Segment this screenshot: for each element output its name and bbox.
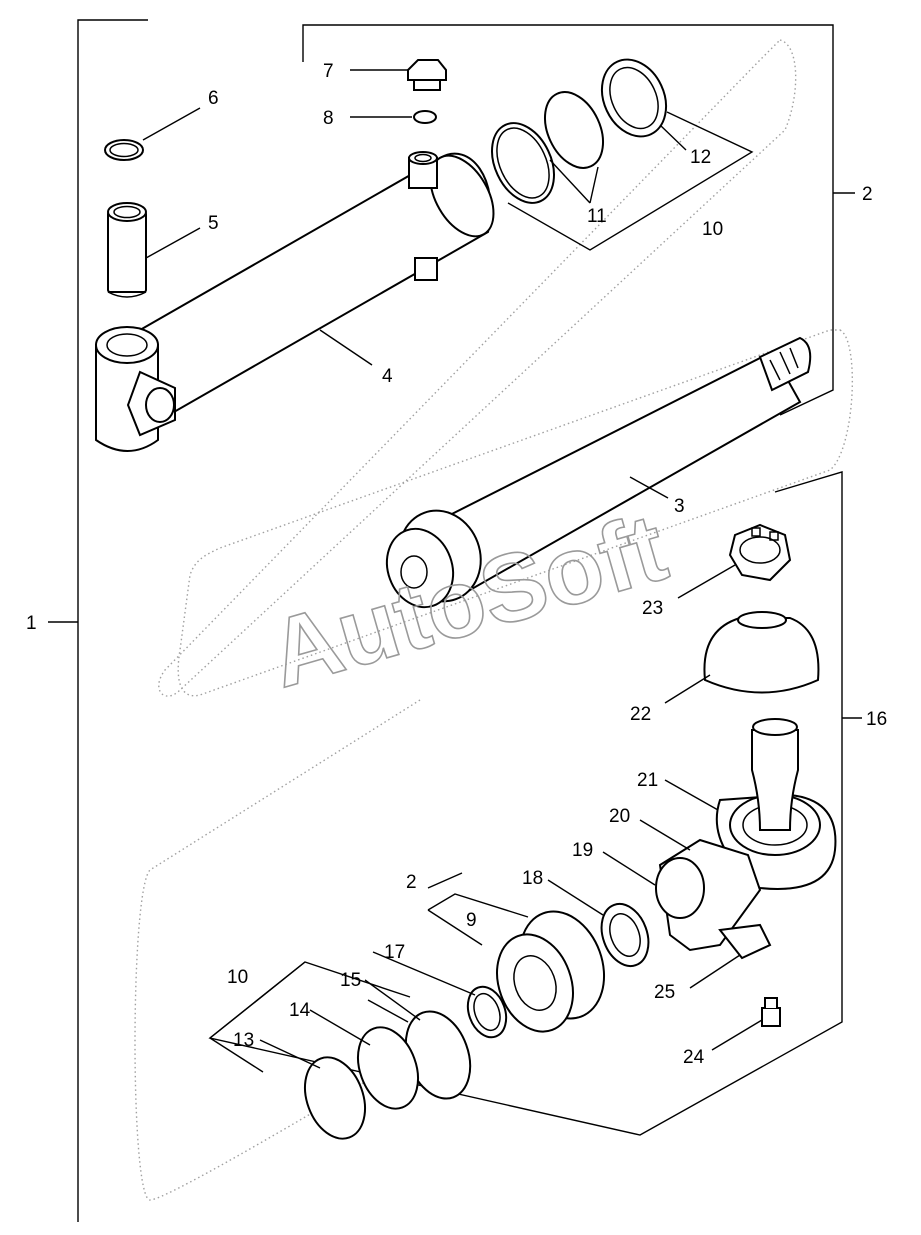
callout-3: 3	[674, 496, 685, 517]
callout-23: 23	[642, 598, 663, 619]
dotted-region-upper	[158, 39, 797, 697]
dust-boot-22	[703, 611, 820, 694]
bracket-10-upper	[507, 111, 754, 251]
callout-25: 25	[654, 982, 675, 1003]
callout-22: 22	[630, 704, 651, 725]
ring-14	[357, 1026, 419, 1110]
callout-5: 5	[208, 213, 219, 234]
leader-lines	[142, 69, 763, 1069]
callout-2-lower: 2	[406, 872, 417, 893]
callout-14: 14	[289, 1000, 311, 1021]
seal-17	[466, 985, 508, 1039]
callout-6: 6	[208, 88, 219, 109]
callout-10-upper: 10	[702, 219, 723, 240]
dotted-region-middle	[177, 329, 853, 697]
callout-12: 12	[690, 147, 711, 168]
callout-2-upper: 2	[862, 184, 873, 205]
dotted-region-lower	[134, 699, 421, 1201]
castle-nut-23	[728, 523, 792, 582]
wear-ring-12	[600, 58, 668, 138]
bracket-2-lower	[427, 872, 529, 946]
callout-15: 15	[340, 970, 361, 991]
callout-21: 21	[637, 770, 658, 791]
washer-8	[413, 110, 437, 124]
callout-9: 9	[466, 910, 477, 931]
callout-4: 4	[382, 366, 393, 387]
plug-7	[407, 59, 447, 91]
cylinder-barrel-4	[95, 151, 495, 452]
callout-16: 16	[866, 709, 887, 730]
callout-18: 18	[522, 868, 543, 889]
callout-19: 19	[572, 840, 593, 861]
bracket-10-lower	[209, 961, 411, 1073]
wiper-18	[600, 903, 650, 967]
ring-13	[304, 1056, 366, 1140]
callout-17: 17	[384, 942, 405, 963]
callout-10-lower: 10	[227, 967, 248, 988]
seal-ring-11b	[543, 91, 605, 169]
bracket-2	[302, 24, 855, 416]
bushing-5	[107, 202, 147, 298]
callout-13: 13	[233, 1030, 254, 1051]
grease-fitting-24	[761, 997, 781, 1027]
callout-8: 8	[323, 108, 334, 129]
callout-20: 20	[609, 806, 630, 827]
callout-24: 24	[683, 1047, 705, 1068]
bracket-1	[48, 19, 148, 1222]
callout-7: 7	[323, 61, 334, 82]
clamp-20	[655, 838, 772, 960]
callout-11: 11	[587, 206, 607, 227]
piston-rod-3	[385, 336, 812, 609]
callout-1: 1	[26, 613, 37, 634]
gland-9	[496, 910, 606, 1033]
